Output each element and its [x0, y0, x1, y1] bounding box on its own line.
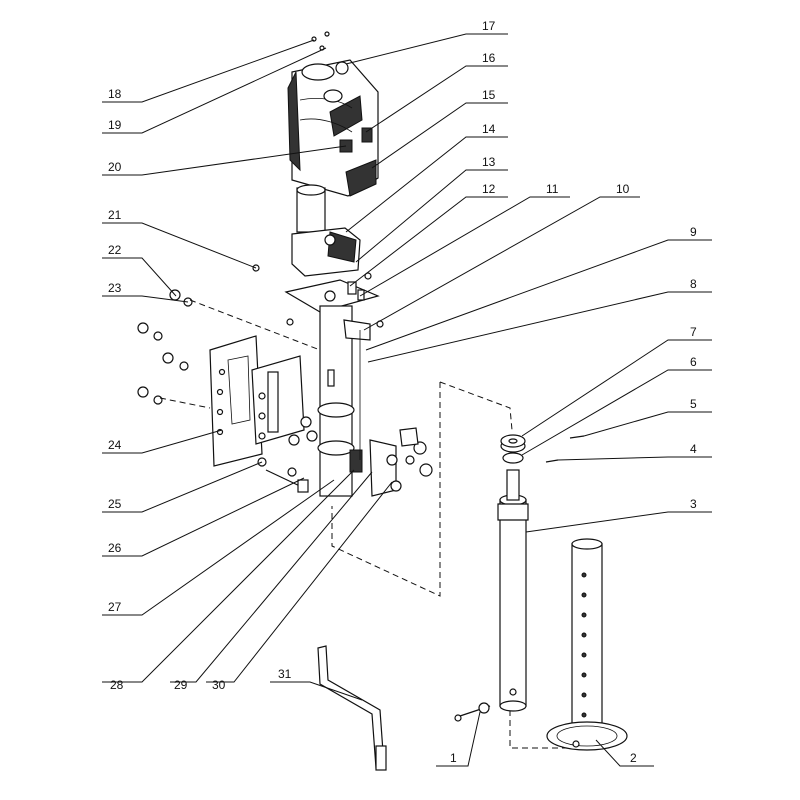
callout-23: 23	[108, 281, 122, 295]
callout-20: 20	[108, 160, 122, 174]
callout-labels: 17 18 19 20 16 15 14 13 12 11 10 9 8 7 6…	[108, 19, 697, 765]
callout-1: 1	[450, 751, 457, 765]
callout-29: 29	[174, 678, 188, 692]
callout-6: 6	[690, 355, 697, 369]
motor-housing	[287, 31, 379, 197]
inner-tube	[497, 469, 529, 712]
assembly-guides	[159, 299, 570, 749]
callout-31: 31	[278, 667, 292, 681]
bolt	[265, 469, 309, 493]
callout-10: 10	[616, 182, 630, 196]
callout-30: 30	[212, 678, 226, 692]
mounting-plate	[209, 335, 305, 467]
foot-tube	[546, 538, 628, 751]
motor-cylinder	[291, 184, 361, 277]
callout-16: 16	[482, 51, 496, 65]
callout-25: 25	[108, 497, 122, 511]
washers-pins	[500, 434, 585, 464]
callout-9: 9	[690, 225, 697, 239]
callout-2: 2	[630, 751, 637, 765]
callout-11: 11	[546, 182, 559, 196]
locking-pin	[454, 702, 491, 722]
callout-17: 17	[482, 19, 496, 33]
callout-28: 28	[110, 678, 124, 692]
callout-21: 21	[108, 208, 122, 222]
callout-27: 27	[108, 600, 122, 614]
callout-24: 24	[108, 438, 122, 452]
outer-tube-assembly	[317, 305, 371, 497]
right-clamp	[369, 427, 433, 497]
callout-4: 4	[690, 442, 697, 456]
crank-handle	[317, 645, 387, 771]
callout-15: 15	[482, 88, 496, 102]
callout-7: 7	[690, 325, 697, 339]
callout-3: 3	[690, 497, 697, 511]
callout-5: 5	[690, 397, 697, 411]
callout-12: 12	[482, 182, 496, 196]
callout-8: 8	[690, 277, 697, 291]
callout-13: 13	[482, 155, 496, 169]
leader-lines	[102, 33, 712, 767]
callout-14: 14	[482, 122, 496, 136]
callout-19: 19	[108, 118, 122, 132]
callout-18: 18	[108, 87, 122, 101]
callout-22: 22	[108, 243, 122, 257]
callout-26: 26	[108, 541, 122, 555]
top-plate	[252, 264, 384, 328]
